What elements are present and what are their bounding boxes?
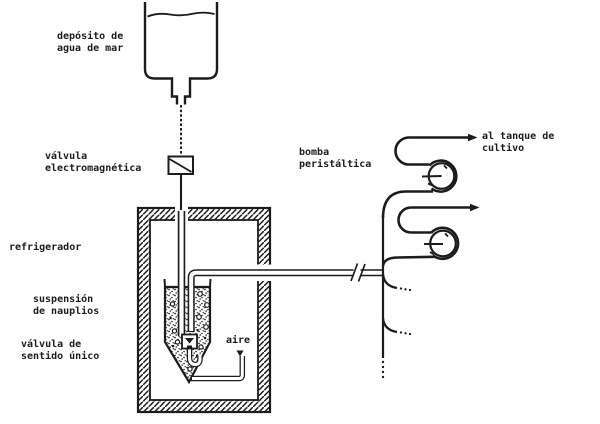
label-seawater-reservoir: depósito de agua de mar [57, 31, 124, 54]
air-arrow-icon [236, 350, 244, 357]
label-nauplii-suspension: suspensión de nauplios [33, 294, 100, 317]
pump-rotor-2 [424, 229, 457, 258]
label-air: aire [226, 335, 251, 346]
label-to-culture-tank: al tanque de cultivo [482, 131, 555, 154]
air-line [191, 350, 246, 382]
label-solenoid-valve: válvula electromagnética [45, 151, 142, 174]
solenoid-valve-symbol [167, 155, 194, 175]
manifold-continues-dots [381, 360, 385, 379]
pump-rotor-1 [421, 162, 456, 190]
liquid-surface-line [147, 11, 215, 18]
outlet-feed-tube [187, 263, 383, 332]
label-one-way-valve: válvula de sentido único [21, 339, 100, 362]
flow-arrow-icon [468, 133, 478, 142]
label-refrigerator: refrigerador [9, 242, 82, 253]
tube-break-icon [350, 263, 366, 282]
flow-arrow-icon [470, 203, 480, 212]
label-peristaltic-pump: bomba peristáltica [299, 147, 372, 170]
bubbles [169, 291, 210, 372]
pump-channel-1 [381, 133, 478, 219]
peristaltic-pump [381, 133, 480, 379]
one-way-valve-symbol [181, 333, 203, 368]
check-valve-arrow-icon [185, 338, 194, 344]
seawater-reservoir-tank [143, 2, 219, 105]
extra-channel-stub-1 [381, 273, 412, 292]
extra-channel-stub-2 [381, 317, 412, 336]
debris [169, 317, 207, 375]
pump-channel-2 [381, 203, 480, 267]
